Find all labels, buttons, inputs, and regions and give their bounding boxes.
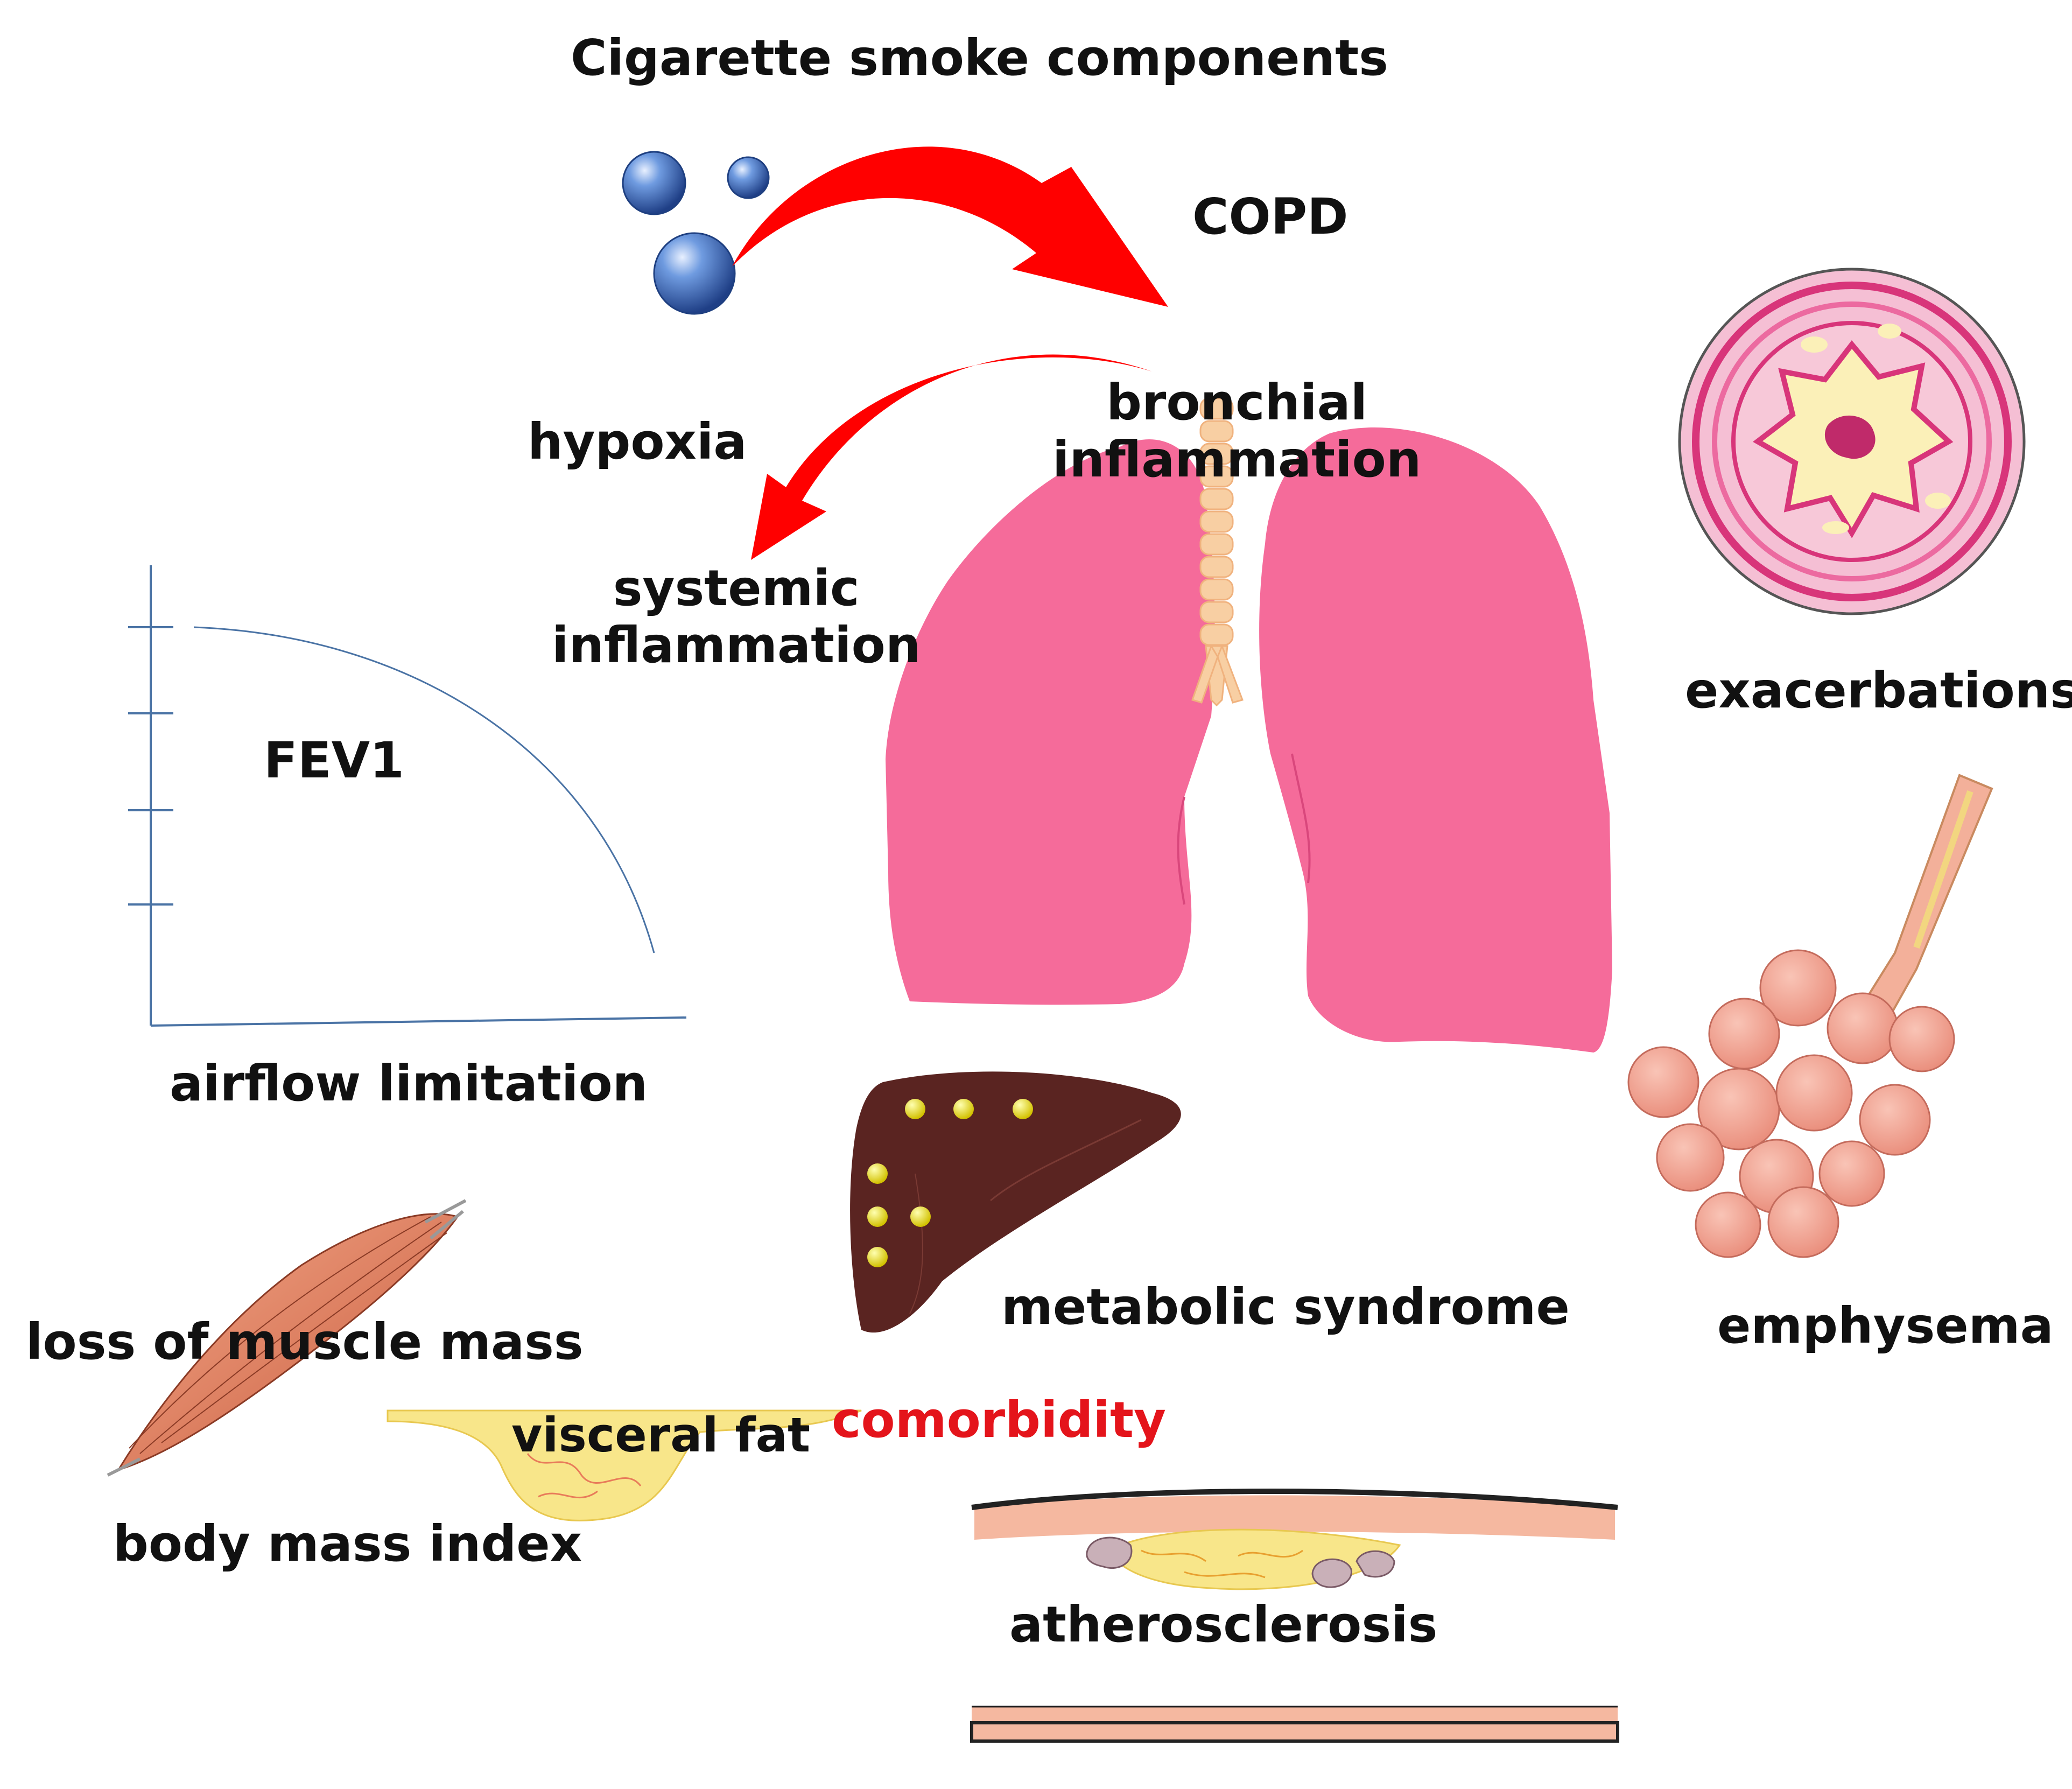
bronchial-to-systemic-arrow xyxy=(751,354,1152,560)
muscle-icon xyxy=(107,1199,467,1477)
smoke-to-copd-arrow xyxy=(732,146,1168,307)
copd-label: COPD xyxy=(1192,188,1348,245)
muscle-mass-label: loss of muscle mass xyxy=(26,1313,584,1371)
exacerbations-label: exacerbations xyxy=(1685,662,2072,719)
trachea-icon xyxy=(1191,397,1244,707)
lungs-icon xyxy=(886,427,1612,1053)
bronchus-cross-section-icon xyxy=(1678,268,2026,615)
title: Cigarette smoke components xyxy=(571,29,1388,87)
fev1-chart xyxy=(128,565,687,1027)
systemic-line2: inflammation xyxy=(552,616,921,674)
bmi-label: body mass index xyxy=(113,1515,582,1573)
airflow-limitation-label: airflow limitation xyxy=(170,1055,648,1112)
artery-plaque-icon xyxy=(971,1489,1618,1590)
smoke-bubbles-icon xyxy=(622,151,770,315)
visceral-fat-label: visceral fat xyxy=(511,1407,811,1463)
liver-icon xyxy=(850,1071,1181,1333)
visceral-fat-icon xyxy=(387,1409,862,1521)
artery-normal-icon xyxy=(970,1706,1619,1743)
metabolic-syndrome-label: metabolic syndrome xyxy=(1001,1278,1570,1336)
atherosclerosis-label: atherosclerosis xyxy=(1009,1596,1438,1653)
fev1-label: FEV1 xyxy=(264,732,404,789)
systemic-line1: systemic xyxy=(613,559,860,617)
emphysema-label: emphysema xyxy=(1717,1297,2054,1355)
hypoxia-label: hypoxia xyxy=(528,413,747,471)
bronchial-line2: inflammation xyxy=(1052,430,1422,488)
comorbidity-label: comorbidity xyxy=(832,1391,1166,1449)
systemic-inflammation-label: systemic inflammation xyxy=(552,560,921,674)
bronchial-line1: bronchial xyxy=(1106,374,1368,431)
alveoli-icon xyxy=(1627,774,1993,1258)
bronchial-inflammation-label: bronchial inflammation xyxy=(1052,374,1421,488)
